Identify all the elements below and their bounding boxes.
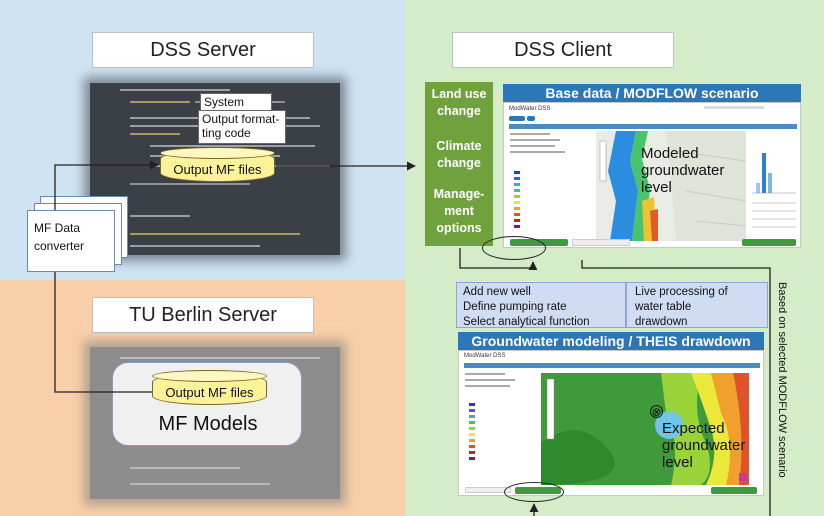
top-side-chart: [748, 133, 800, 243]
bottom-app-name: ModWater DSS: [464, 353, 506, 359]
top-grey-button[interactable]: [572, 239, 630, 246]
live-processing-box: Live processing of water table drawdown: [626, 282, 768, 328]
based-on-scenario-label: Based on selected MODFLOW scenario: [776, 282, 788, 478]
arrow-options-loop: [459, 248, 538, 271]
modeled-groundwater-level-label: Modeled groundwater level: [641, 145, 725, 196]
top-button-highlight: [482, 236, 546, 260]
output-mf-files-db-tub-top: [152, 370, 267, 382]
mf-data-converter-doc: MF Data converter: [27, 210, 115, 272]
output-mf-files-label: Output MF files: [173, 162, 262, 177]
line-converter-to-tub: [54, 272, 152, 393]
arrow-converter-to-server: [54, 160, 159, 210]
mf-models-label: MF Models: [158, 413, 258, 435]
top-app-name: ModWater DSS: [509, 106, 551, 112]
expected-groundwater-level-label: Expected groundwater level: [662, 420, 746, 471]
output-formatting-line2: ting code: [202, 126, 251, 140]
top-legend: [510, 133, 590, 233]
top-map-graphic: [599, 131, 746, 241]
base-data-header: Base data / MODFLOW scenario: [503, 84, 801, 102]
output-formatting-code-label: Output format- ting code: [198, 110, 286, 144]
dss-server-title: DSS Server: [92, 32, 314, 68]
tu-berlin-server-title: TU Berlin Server: [92, 297, 314, 333]
mf-data-converter-line2: converter: [34, 239, 85, 253]
groundwater-modeling-app-screenshot: ModWater DSS: [458, 350, 764, 496]
well-symbol-icon: ⊗: [650, 405, 663, 419]
base-data-app-screenshot: ModWater DSS: [503, 102, 801, 248]
output-mf-files-label-tub: Output MF files: [165, 385, 254, 400]
output-formatting-line1: Output format-: [202, 112, 280, 126]
top-map[interactable]: [596, 131, 746, 241]
mf-data-converter-line1: MF Data: [34, 221, 81, 235]
line-scenario-to-bottom: [581, 260, 771, 516]
bottom-right-button[interactable]: [711, 487, 757, 494]
bottom-map-graphic: [541, 373, 749, 485]
theis-drawdown-header: Groundwater modeling / THEIS drawdown: [458, 332, 764, 350]
bottom-map[interactable]: [541, 373, 749, 485]
dss-client-title: DSS Client: [452, 32, 674, 68]
well-actions-box: Add new well Define pumping rate Select …: [456, 282, 626, 328]
bottom-legend: [465, 373, 535, 473]
top-right-button[interactable]: [742, 239, 796, 246]
output-mf-files-db-top: [160, 147, 275, 159]
bottom-button-highlight: [504, 482, 564, 502]
